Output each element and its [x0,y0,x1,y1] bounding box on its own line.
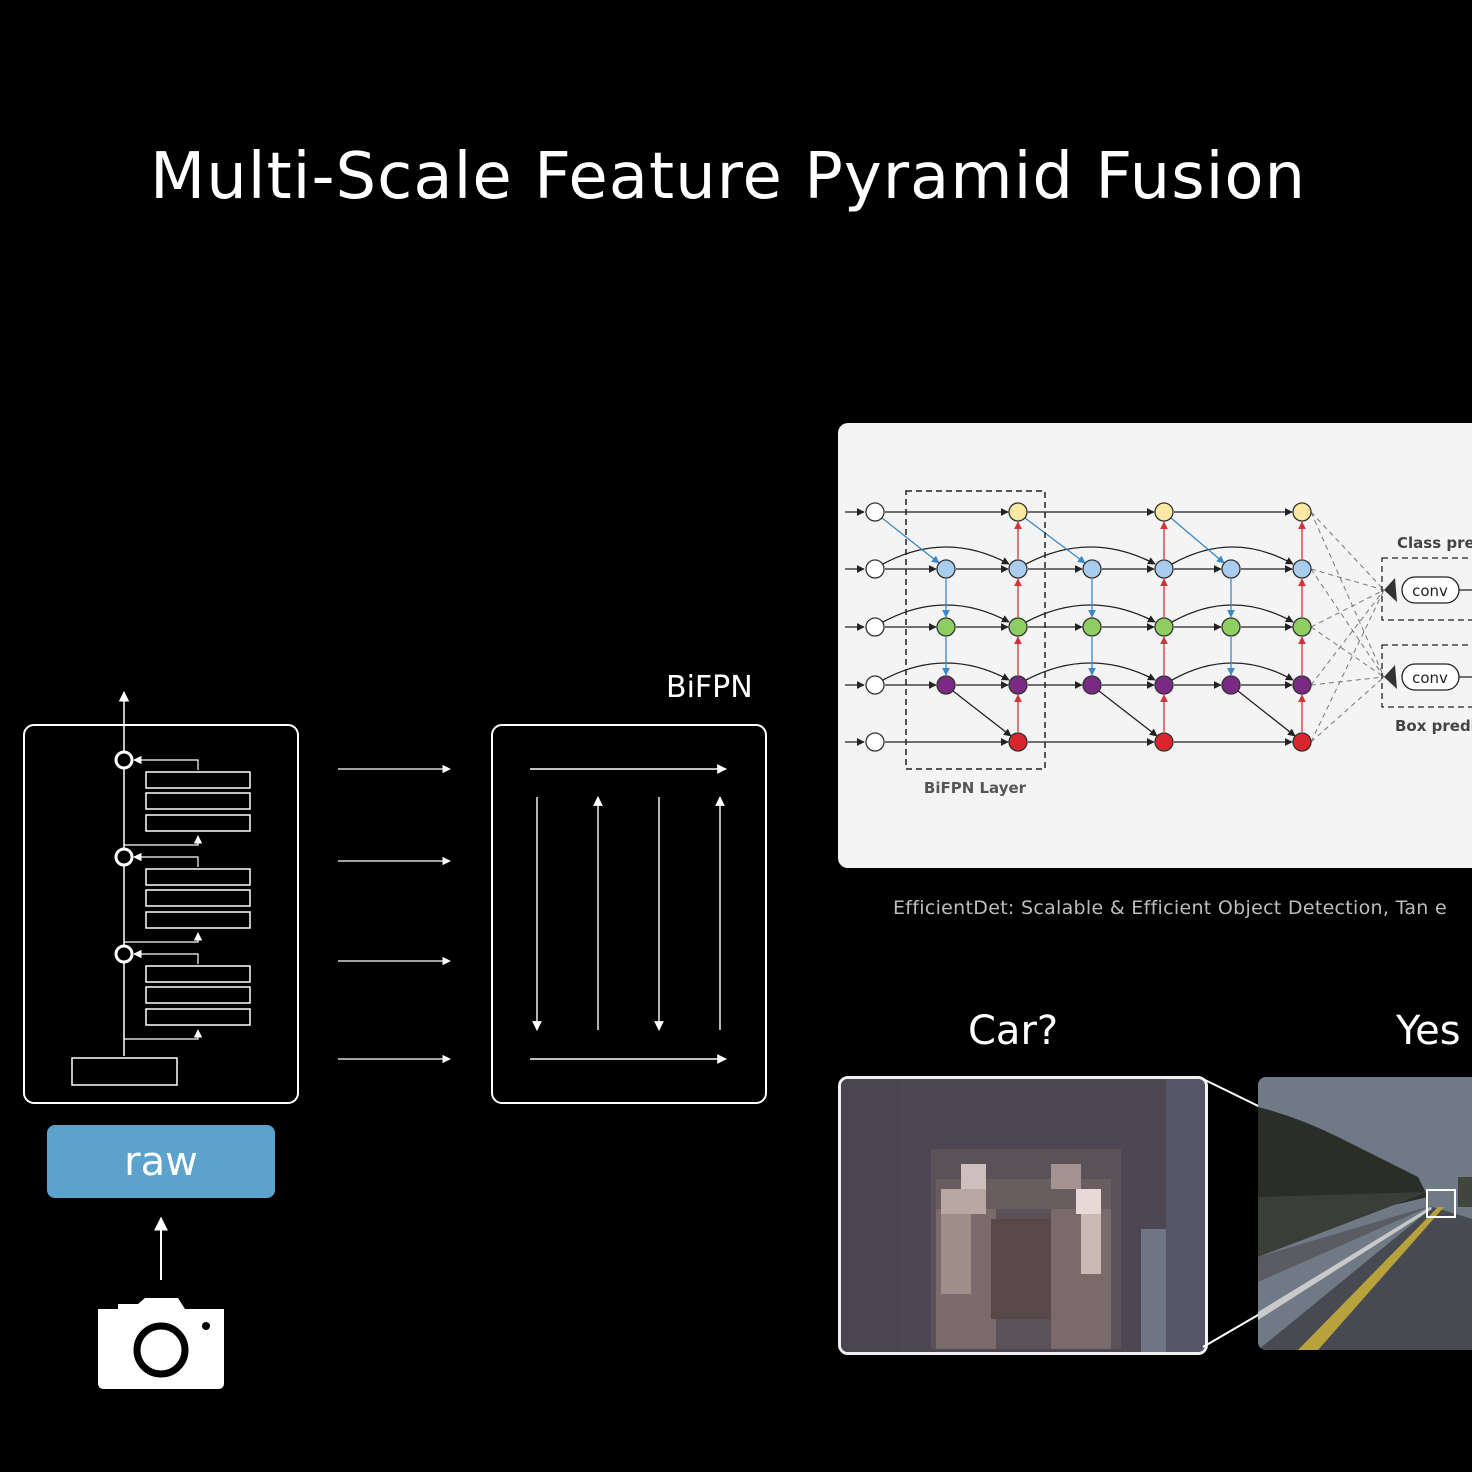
top-down-edge [1170,517,1225,564]
feature-node [1008,617,1028,637]
head-connection [1310,589,1385,743]
intermediate-node [1221,559,1241,579]
skip-edge [1171,546,1294,565]
feature-node [1154,675,1174,695]
feature-node [1292,732,1312,752]
input-node [865,502,885,522]
head-connection [1310,511,1385,678]
feature-node [1008,559,1028,579]
camera-icon [98,1298,224,1389]
bifpn-edge [952,690,1012,737]
feature-node [1292,617,1312,637]
intermediate-node [936,559,956,579]
feature-node [1292,502,1312,522]
bifpn-network-diagram: conv conv Class pre Box predi BiFPN Laye… [845,490,1472,797]
intermediate-node [1221,675,1241,695]
skip-edge [1025,604,1156,623]
skip-edge [1171,604,1294,623]
intermediate-node [1221,617,1241,637]
feature-node [1008,732,1028,752]
intermediate-node [1082,617,1102,637]
paper-citation: EfficientDet: Scalable & Efficient Objec… [893,897,1447,919]
feature-node [1154,617,1174,637]
bifpn-edge [1098,690,1158,737]
head-connection [1310,589,1385,628]
feature-node [1154,502,1174,522]
skip-edge [1171,662,1294,681]
feature-node [1154,559,1174,579]
head-connection [1310,589,1385,686]
box-head-marker [1384,665,1397,689]
feature-node [1008,502,1028,522]
intermediate-node [936,675,956,695]
backbone-block [23,690,299,1104]
input-node [865,617,885,637]
head-connection [1310,626,1385,678]
input-node [865,675,885,695]
pipeline-diagram [23,690,767,1389]
bifpn-edge [1237,690,1296,737]
feature-node [1008,675,1028,695]
top-down-edge [1024,517,1086,564]
bifpn-label: BiFPN [666,670,753,705]
bifpn-layer-label: BiFPN Layer [924,779,1027,797]
head-connection [1310,568,1385,678]
conv-label: conv [1412,669,1448,687]
input-node [865,559,885,579]
efficientdet-figure: conv conv Class pre Box predi BiFPN Laye… [838,423,1472,868]
answer-label: Yes [1396,1008,1461,1054]
intermediate-node [1082,559,1102,579]
class-head-box [1381,557,1472,621]
car-crop-image [838,1076,1208,1355]
top-down-edge [881,517,940,564]
feature-node [1292,675,1312,695]
head-connection [1310,676,1385,686]
conv-label: conv [1412,582,1448,600]
class-head-marker [1384,578,1397,602]
head-connection [1310,511,1385,591]
road-scene-image [1258,1077,1472,1350]
intermediate-node [936,617,956,637]
skip-edge [882,546,1010,565]
question-label: Car? [968,1008,1059,1054]
skip-edge [1025,546,1156,565]
class-prediction-label: Class pre [1397,534,1472,552]
head-connection [1310,676,1385,743]
intermediate-node [1082,675,1102,695]
head-connection [1310,568,1385,591]
input-node [865,732,885,752]
box-head-box [1381,644,1472,708]
skip-edge [1025,662,1156,681]
bifpn-layer-box [905,490,1046,770]
slide-title: Multi-Scale Feature Pyramid Fusion [150,140,1307,214]
feature-arrows [338,764,451,1064]
raw-input-label: raw [47,1125,275,1198]
feature-node [1292,559,1312,579]
bifpn-block [491,724,767,1104]
box-prediction-label: Box predi [1395,717,1472,735]
feature-node [1154,732,1174,752]
